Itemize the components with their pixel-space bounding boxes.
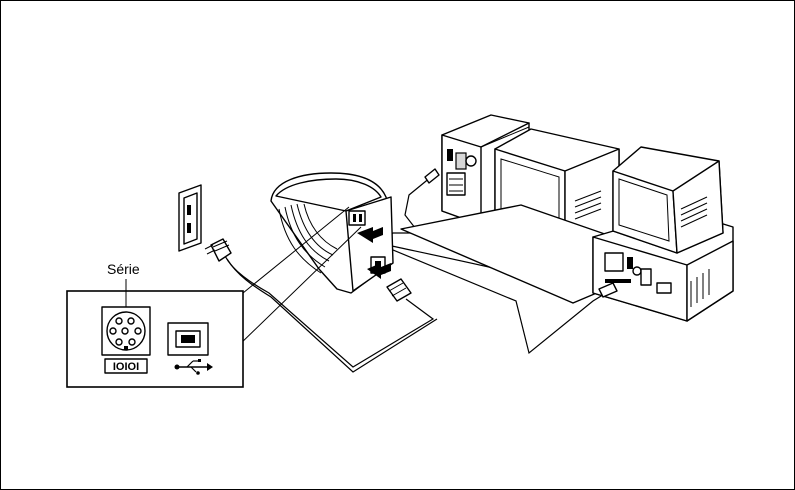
wall-outlet-icon (179, 185, 201, 251)
power-connector (387, 279, 411, 301)
serial-port-marking: IOIOI (113, 361, 139, 373)
power-plug-icon (205, 239, 231, 261)
usb-b-port-icon (168, 323, 208, 355)
port-inset: IOIOI (67, 279, 243, 387)
label-printer-icon (271, 173, 393, 293)
serial-port-label: Série (107, 261, 140, 277)
mini-din-8-port-icon (102, 307, 150, 355)
desktop-computer-icon (593, 147, 733, 321)
